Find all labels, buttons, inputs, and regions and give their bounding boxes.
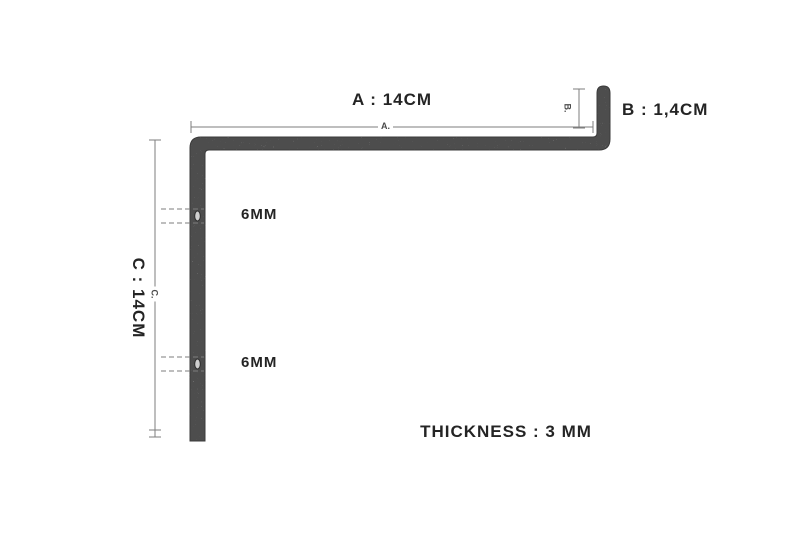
screw-hole-top <box>194 210 201 222</box>
dim-a-tick-label: A. <box>378 121 393 131</box>
bracket-shape <box>189 85 611 442</box>
dim-c-tick-label: C. <box>149 286 160 302</box>
hole-leader-lines-top <box>161 208 204 224</box>
hole-leader-lines-bottom <box>161 356 204 372</box>
thickness-label: THICKNESS : 3 MM <box>420 422 592 441</box>
bracket-body-group <box>189 85 611 442</box>
dim-b-label: B : 1,4CM <box>622 100 709 119</box>
screw-hole-bottom <box>194 358 201 370</box>
dim-line-b <box>573 88 585 129</box>
hole-bottom-label: 6MM <box>241 354 278 371</box>
dim-c-label: C : 14CM <box>129 257 148 339</box>
dim-a-label: A : 14CM <box>351 90 433 109</box>
hole-top-label: 6MM <box>241 206 278 223</box>
dim-b-tick-label: B. <box>562 100 573 116</box>
